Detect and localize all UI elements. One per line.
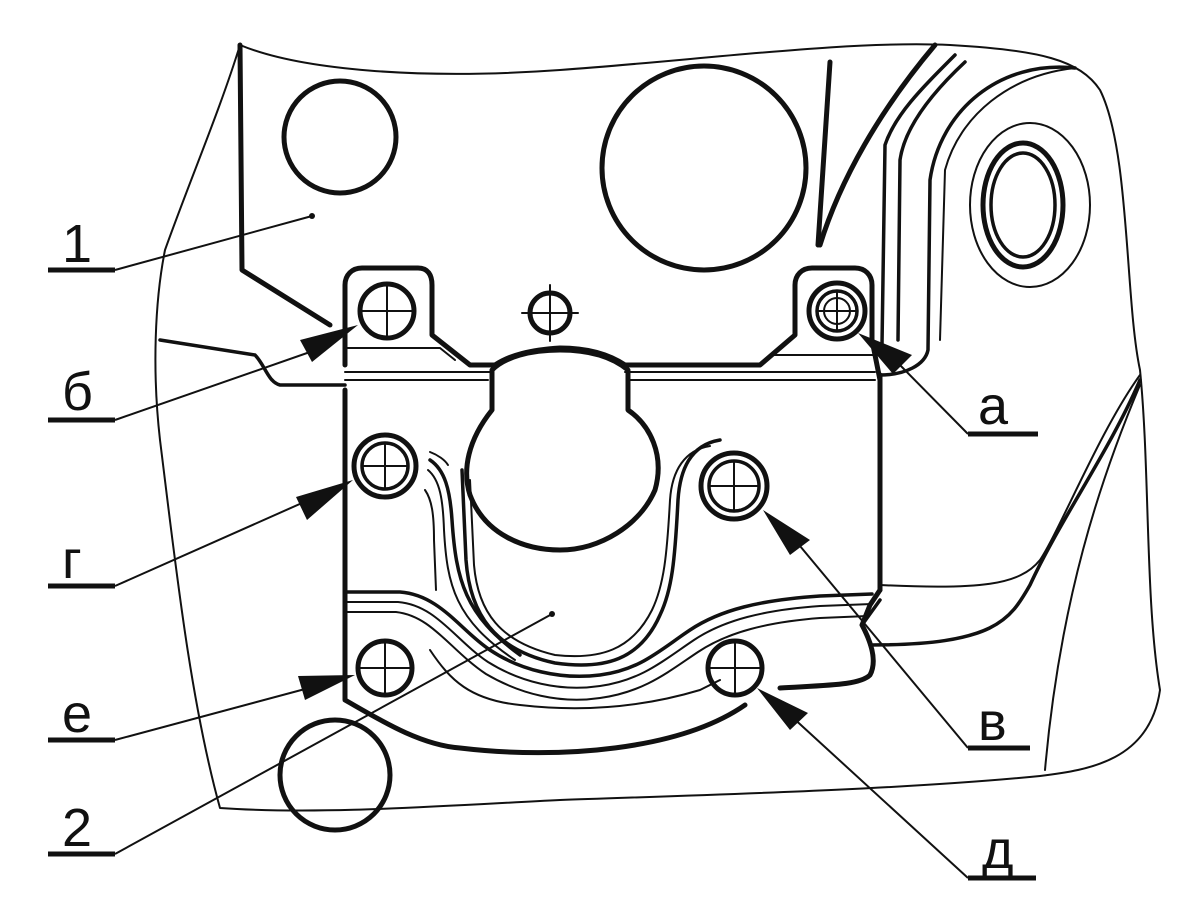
bead-left-short [424, 489, 437, 591]
callout-2: 2 [48, 611, 555, 858]
boss-inner [989, 151, 1057, 259]
bracket-cutout [464, 347, 661, 553]
label-e: е [62, 684, 92, 744]
bracket-bottom-right-step [860, 598, 882, 627]
callout-1: 1 [48, 213, 315, 274]
label-1: 1 [62, 214, 92, 274]
panel-rib-diag-2 [817, 42, 938, 248]
panel-rib-diag-1 [815, 59, 833, 248]
boss-middle [980, 140, 1066, 270]
bracket-top-edge [342, 265, 883, 691]
label-g: г [62, 530, 82, 590]
label-b: б [62, 362, 93, 422]
flange-lower-1 [343, 590, 874, 679]
callout-a: а [858, 333, 1038, 437]
panel-edge-left [158, 338, 347, 387]
bead-inner-2 [469, 445, 711, 658]
panel-rib-diag-3 [880, 53, 957, 347]
hole-d [705, 638, 765, 698]
callout-d: д [757, 688, 1036, 881]
hole-e [355, 638, 415, 698]
panel-outline [154, 43, 1161, 812]
label-d: д [982, 820, 1014, 880]
callout-e: е [48, 675, 355, 744]
hole-b [357, 281, 417, 341]
flange-lower-3 [344, 611, 869, 701]
bracket-outline [342, 387, 748, 756]
hole-top-center [521, 284, 579, 342]
panel-rib-diag-4 [896, 60, 967, 342]
panel-hole-left [281, 78, 399, 196]
bead-inner [460, 438, 722, 667]
hole-v [698, 450, 770, 522]
callout-v: в [763, 510, 1030, 752]
tab-left-line-1 [344, 347, 456, 361]
callout-b: б [48, 325, 358, 423]
boss-outer [969, 122, 1091, 288]
flange-lower-2 [344, 601, 873, 689]
panel-rib-right-inner [939, 67, 1076, 341]
panel-hole-bottom [277, 717, 393, 833]
hole-a [806, 280, 868, 342]
panel-rib-right-outer [878, 65, 1077, 377]
bead-left-tick-1 [429, 451, 449, 466]
panel-rib-left [237, 42, 333, 328]
bead-outer-2 [427, 469, 516, 661]
panel-rib-right-curve [868, 378, 1142, 647]
panel-hole-center [599, 63, 809, 273]
label-a: а [978, 376, 1009, 436]
callout-g: г [48, 480, 353, 590]
label-v: в [978, 692, 1007, 752]
label-2: 2 [62, 798, 92, 858]
hole-g [351, 432, 419, 500]
flange-lower-4 [429, 649, 721, 710]
panel-rib-right-vertical [1044, 384, 1141, 771]
panel-rib-right-low [879, 374, 1141, 588]
